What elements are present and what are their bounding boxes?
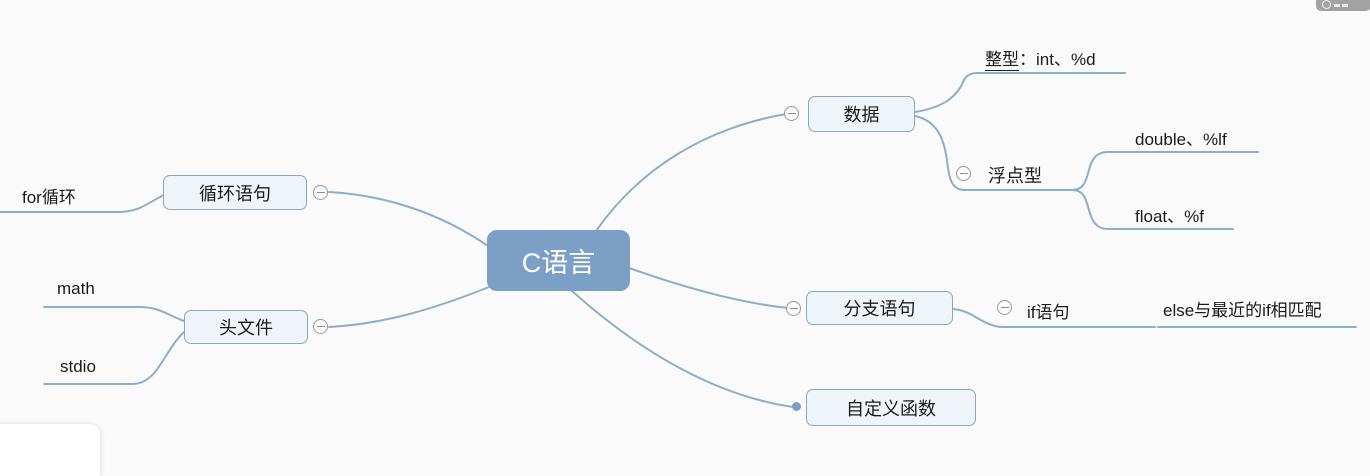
topic-double[interactable]: double、%lf (1135, 125, 1227, 150)
edge-root-data (595, 113, 787, 232)
topic-data[interactable]: 数据 (808, 96, 915, 132)
topic-branch[interactable]: 分支语句 (806, 291, 953, 325)
minus-icon (787, 113, 796, 114)
root-topic-label: C语言 (521, 248, 596, 278)
edge-data-int (914, 72, 1126, 113)
collapse-button-if[interactable] (997, 300, 1012, 315)
bottom-left-panel-corner (0, 424, 100, 476)
topic-float-group[interactable]: 浮点型 (988, 162, 1042, 188)
edge-root-customfn (571, 290, 794, 408)
edge-floatgroup-float (1071, 189, 1234, 230)
topic-float-group-label: 浮点型 (988, 166, 1042, 186)
edge-root-branch (628, 267, 789, 309)
topic-else[interactable]: else与最近的if相匹配 (1163, 296, 1322, 321)
minus-icon (316, 192, 325, 193)
topic-stdio[interactable]: stdio (60, 357, 96, 377)
topic-else-label: else与最近的if相匹配 (1163, 301, 1322, 320)
collapse-button-data[interactable] (784, 106, 799, 121)
collapse-button-loop[interactable] (313, 185, 328, 200)
collapse-button-branch[interactable] (786, 301, 801, 316)
edge-header-math (43, 306, 185, 322)
topic-loop[interactable]: 循环语句 (163, 175, 307, 210)
topic-integer-label-rest: ：int、%d (1019, 50, 1096, 69)
topic-custom-fn[interactable]: 自定义函数 (806, 389, 976, 426)
corner-badge[interactable] (1316, 0, 1370, 11)
edge-floatgroup-double (1071, 151, 1259, 191)
minus-icon (1000, 307, 1009, 308)
mindmap-edges-layer (0, 72, 1357, 408)
edge-header-stdio (43, 331, 185, 385)
edge-data-floatgroup (914, 115, 1073, 191)
minus-icon (789, 308, 798, 309)
topic-math-label: math (57, 279, 95, 298)
edge-branch-if (952, 308, 1156, 328)
edge-root-loop (328, 191, 489, 247)
topic-float[interactable]: float、%f (1135, 202, 1204, 227)
topic-loop-label: 循环语句 (199, 183, 271, 204)
topic-branch-label: 分支语句 (843, 299, 916, 319)
topic-if[interactable]: if语句 (1027, 298, 1070, 323)
circle-icon (1322, 0, 1331, 9)
topic-math[interactable]: math (57, 279, 95, 299)
topic-custom-fn-label: 自定义函数 (846, 398, 936, 419)
topic-stdio-label: stdio (60, 357, 96, 376)
collapse-button-floatgroup[interactable] (956, 166, 971, 181)
topic-float-label: float、%f (1135, 207, 1204, 226)
topic-double-label: double、%lf (1135, 130, 1227, 149)
edge-loop-for (0, 194, 165, 213)
topic-integer[interactable]: 整型：int、%d (985, 45, 1096, 71)
topic-if-label: if语句 (1027, 303, 1070, 322)
topic-data-label: 数据 (843, 105, 880, 125)
edge-endpoint-dot (792, 402, 801, 411)
topic-for-loop[interactable]: for循环 (22, 183, 76, 208)
minus-icon (959, 173, 968, 174)
topic-header-label: 头文件 (219, 318, 273, 338)
topic-header[interactable]: 头文件 (184, 310, 308, 344)
minus-icon (316, 326, 325, 327)
badge-glyph-fragments (1334, 4, 1348, 9)
collapse-button-header[interactable] (313, 319, 328, 334)
topic-for-loop-label: for循环 (22, 188, 76, 207)
root-topic[interactable]: C语言 (487, 230, 630, 291)
topic-integer-label-underlined: 整型 (985, 50, 1019, 71)
edge-root-header (328, 286, 490, 328)
